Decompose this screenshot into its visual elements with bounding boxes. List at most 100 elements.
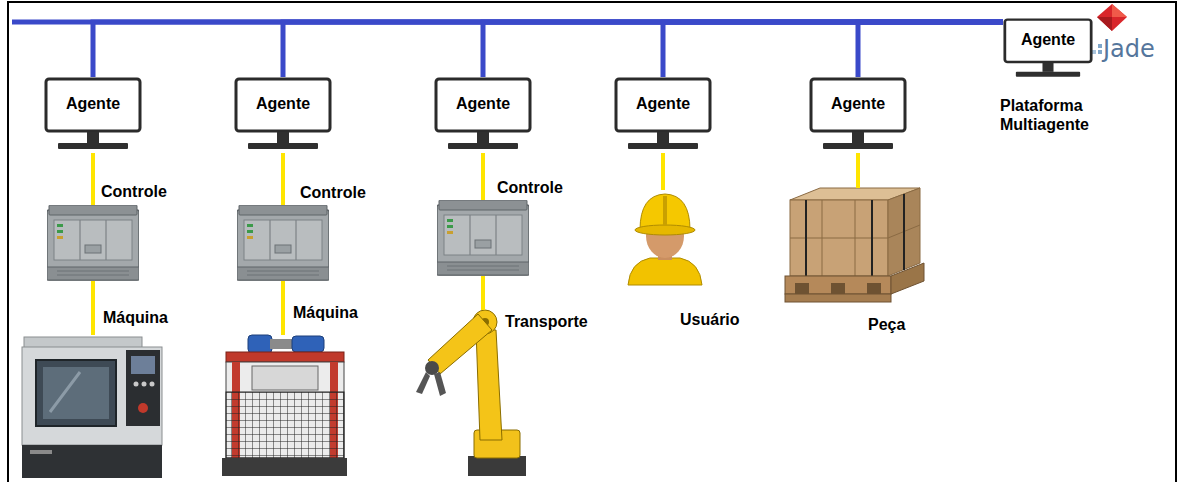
- block-press-machine-part: [226, 392, 344, 458]
- control-link: [856, 153, 860, 188]
- agent-label: Agente: [636, 94, 690, 113]
- cnc-lathe-part: [126, 350, 160, 426]
- agent-monitor: Agente: [234, 77, 332, 153]
- text-holder: Agente: [1003, 18, 1093, 62]
- text-holder: Agente: [809, 77, 907, 131]
- control-link: [91, 153, 95, 205]
- agent-label: Agente: [1021, 30, 1075, 49]
- cnc-lathe-part: [134, 382, 139, 387]
- text-holder: Peça: [868, 315, 905, 334]
- pallet-load-part: [790, 200, 888, 276]
- control-link: [91, 281, 95, 335]
- control-link: [281, 281, 285, 335]
- block-press-machine-part: [226, 362, 344, 458]
- pallet-load: [785, 188, 924, 302]
- block-press-machine-part: [252, 366, 318, 390]
- text-holder: Jade: [1103, 36, 1155, 62]
- text-holder: Transporte: [505, 312, 588, 331]
- network-link: [663, 22, 1003, 77]
- plc-controller-part: [237, 205, 329, 280]
- agent-monitor: Agente: [44, 77, 142, 153]
- block-press-machine-part: [222, 458, 347, 476]
- jade-logo-mark-part: [1098, 50, 1102, 54]
- text-holder: Controle: [101, 182, 167, 201]
- text-holder: Controle: [300, 183, 366, 202]
- text-holder: Controle: [497, 178, 563, 197]
- monitor-shape: [616, 79, 710, 149]
- monitor-outline: [434, 77, 532, 153]
- network-link: [93, 22, 1003, 77]
- pallet-load-part: [855, 200, 856, 276]
- component-label: Controle: [497, 179, 563, 196]
- pallet-load-part: [903, 194, 905, 270]
- cnc-lathe: [22, 337, 162, 478]
- industrial-robot-part: [425, 361, 439, 375]
- platform-label: Plataforma Multiagente: [1000, 96, 1104, 134]
- text-holder: Agente: [614, 77, 712, 131]
- agent-label: Agente: [831, 94, 885, 113]
- control-link: [481, 153, 485, 200]
- text-holder: Agente: [434, 77, 532, 131]
- component-label: Transporte: [505, 313, 588, 330]
- monitor-outline: [1003, 18, 1093, 80]
- jade-logo-mark-part: [1098, 44, 1102, 48]
- machine-press: Máquina: [222, 335, 347, 478]
- component-label: Controle: [101, 183, 167, 200]
- monitor-outline: [809, 77, 907, 153]
- text-holder: Plataforma Multiagente: [1000, 96, 1104, 134]
- pallet-load-part: [891, 263, 924, 294]
- worker-icon-part: [628, 258, 702, 285]
- industrial-robot-part: [416, 372, 430, 394]
- monitor-outline: [234, 77, 332, 153]
- agent-label: Agente: [66, 94, 120, 113]
- monitor-shape: [1005, 20, 1091, 77]
- pallet-load-part: [871, 200, 873, 276]
- monitor-shape: [46, 79, 140, 149]
- agent-monitor: Agente: [614, 77, 712, 153]
- text-holder: Agente: [44, 77, 142, 131]
- network-link: [483, 22, 1003, 77]
- plc-controller-part: [437, 200, 529, 275]
- cnc-lathe-part: [43, 367, 109, 419]
- monitor-shape: [236, 79, 330, 149]
- plc-controller: Controle: [237, 205, 329, 281]
- agent-label: Agente: [456, 94, 510, 113]
- industrial-robot: [416, 310, 526, 476]
- jade-logo-mark-part: [1097, 4, 1127, 31]
- pallet-load-part: [785, 294, 891, 302]
- text-holder: Máquina: [103, 308, 168, 327]
- monitor-outline: [44, 77, 142, 153]
- frame-border: [8, 2, 1176, 482]
- plc-controller: [47, 200, 529, 280]
- cnc-lathe-part: [138, 403, 148, 413]
- cnc-lathe-part: [131, 356, 155, 374]
- worker-icon-part: [663, 196, 667, 226]
- user-icon: Usuário: [625, 190, 705, 285]
- component-label: Peça: [868, 316, 905, 333]
- worker-icon-part: [635, 225, 695, 235]
- component-label: Usuário: [680, 311, 740, 328]
- cnc-lathe-part: [22, 347, 162, 445]
- jade-logo-mark-part: [1092, 50, 1096, 54]
- monitor-shape: [811, 79, 905, 149]
- worker-icon: [628, 194, 702, 285]
- text-holder: Máquina: [293, 303, 358, 322]
- block-press-machine-part: [226, 352, 344, 362]
- monitor-shape: [436, 79, 530, 149]
- jade-logo-mark-part: [1112, 4, 1127, 17]
- block-press-machine-part: [292, 336, 324, 352]
- text-holder: Agente: [234, 77, 332, 131]
- component-label: Máquina: [103, 309, 168, 326]
- industrial-robot-part: [476, 330, 502, 440]
- pallet-load-part: [805, 200, 807, 276]
- block-press-machine-part: [248, 335, 272, 353]
- cnc-lathe-part: [30, 450, 52, 454]
- network-link: [283, 22, 1003, 77]
- network-link: [858, 22, 1003, 77]
- block-press-machine-part: [270, 339, 292, 349]
- cnc-lathe-part: [22, 445, 162, 478]
